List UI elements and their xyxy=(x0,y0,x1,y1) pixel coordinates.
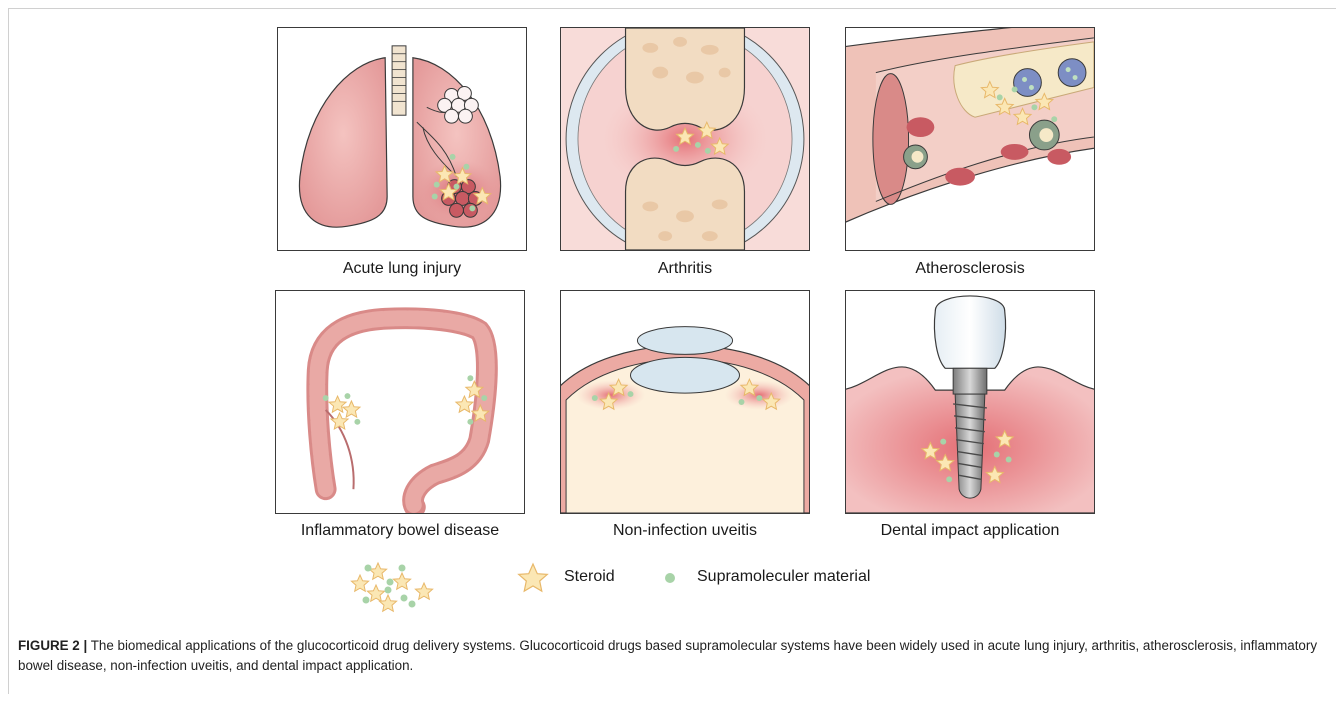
caption-label: FIGURE 2 | xyxy=(18,638,87,653)
panel-label-atherosclerosis: Atherosclerosis xyxy=(810,260,1130,278)
joint-illustration xyxy=(561,28,809,250)
panel-label-arthritis: Arthritis xyxy=(525,260,845,278)
panel-non-infection-uveitis xyxy=(560,290,810,514)
dental-implant-illustration xyxy=(846,291,1094,513)
panel-label-acute-lung-injury: Acute lung injury xyxy=(242,260,562,278)
legend-material-icon xyxy=(663,571,677,585)
panel-inflammatory-bowel-disease xyxy=(275,290,525,514)
panel-label-dental-impact-application: Dental impact application xyxy=(810,522,1130,540)
legend-material-label: Supramoleculer material xyxy=(697,568,870,586)
legend-steroid-label: Steroid xyxy=(564,568,615,586)
legend-steroid-icon xyxy=(516,562,550,596)
panel-label-inflammatory-bowel-disease: Inflammatory bowel disease xyxy=(240,522,560,540)
artery-illustration xyxy=(846,28,1094,250)
eye-illustration xyxy=(561,291,809,513)
lungs-illustration xyxy=(278,28,526,250)
panel-dental-impact-application xyxy=(845,290,1095,514)
panel-acute-lung-injury xyxy=(277,27,527,251)
caption-text: The biomedical applications of the gluco… xyxy=(18,638,1317,673)
panel-atherosclerosis xyxy=(845,27,1095,251)
figure-caption: FIGURE 2 | The biomedical applications o… xyxy=(18,636,1318,676)
legend-mixture-icon xyxy=(342,560,438,614)
colon-illustration xyxy=(276,291,524,513)
panel-arthritis xyxy=(560,27,810,251)
panel-label-non-infection-uveitis: Non-infection uveitis xyxy=(525,522,845,540)
